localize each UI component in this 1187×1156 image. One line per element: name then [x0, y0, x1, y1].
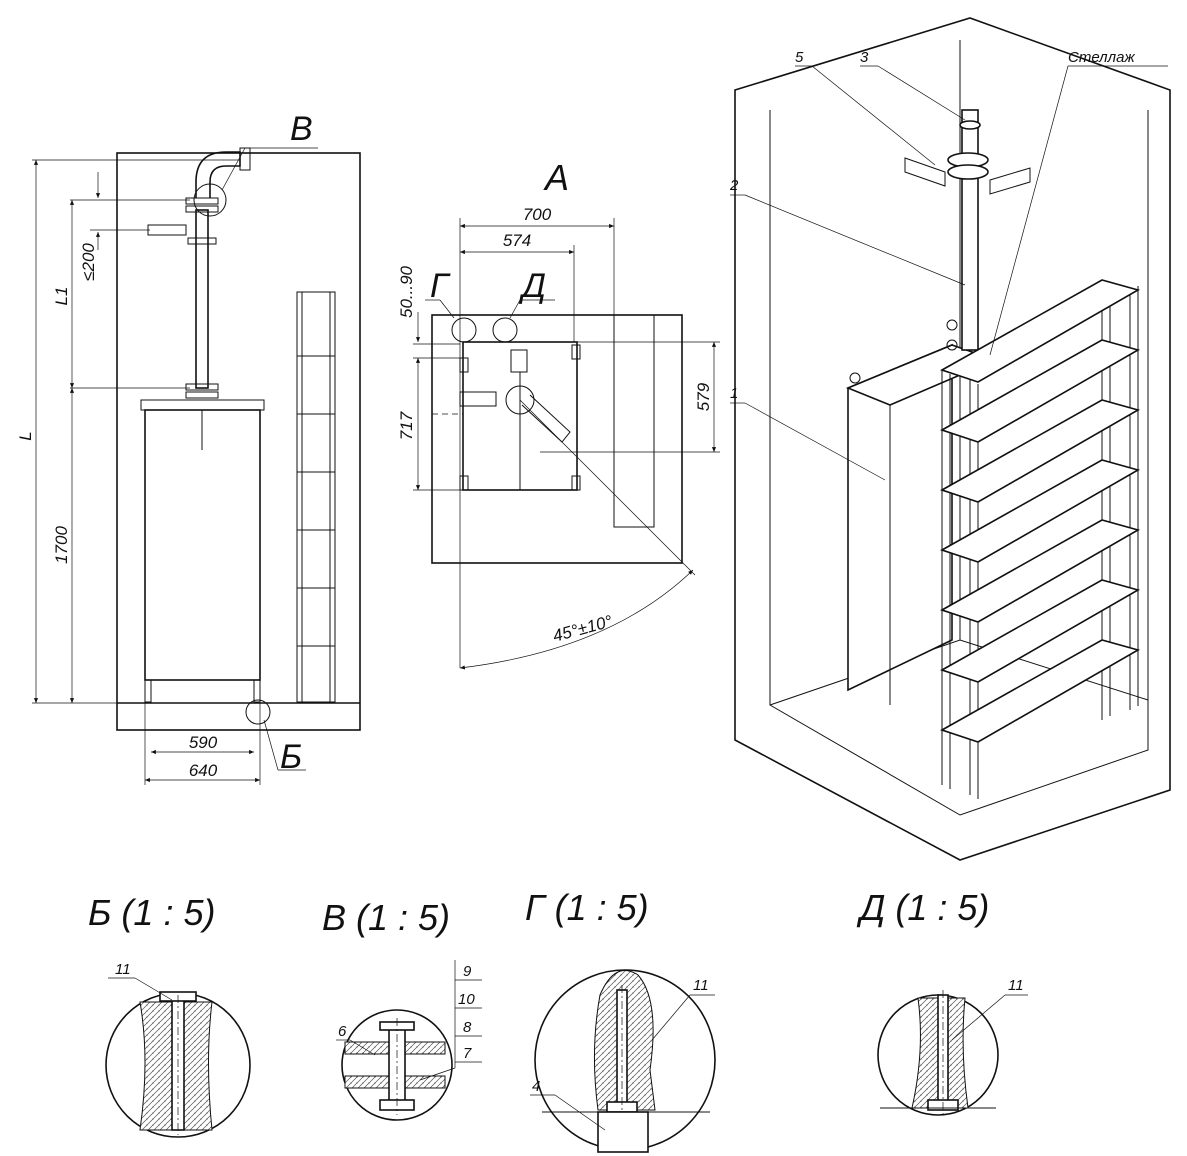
- detail-title-D: Д (1 : 5): [856, 887, 989, 928]
- detail-title-B: В (1 : 5): [322, 897, 450, 938]
- pipe: [195, 209, 209, 389]
- dim-angle: 45°±10°: [551, 612, 615, 646]
- callout-label-B: В: [290, 110, 313, 148]
- detail-G-label-4: 4: [532, 1078, 540, 1095]
- dim-700: 700: [523, 205, 552, 224]
- callout-label-G: Г: [430, 267, 451, 305]
- detail-title-Be: Б (1 : 5): [88, 892, 215, 933]
- room-plan: [431, 314, 683, 564]
- detail-D: Д (1 : 5) 11: [856, 887, 1028, 1116]
- pipe-elbow: [195, 151, 241, 198]
- callout-label-Be: Б: [280, 738, 302, 776]
- callout-circle-D: [492, 317, 518, 343]
- dim-574: 574: [503, 231, 531, 250]
- dim-50-90: 50...90: [397, 265, 416, 318]
- isometric-view: 5 3 Стеллаж 2 1: [729, 17, 1171, 861]
- detail-G-label-11: 11: [693, 977, 709, 994]
- dim-1700: 1700: [52, 526, 71, 564]
- detail-title-G: Г (1 : 5): [525, 887, 649, 928]
- detail-D-label-11: 11: [1008, 977, 1024, 994]
- plan-view-title: А: [543, 157, 569, 198]
- detail-Be: Б (1 : 5) 11: [88, 892, 251, 1138]
- manhole-plan: [505, 385, 535, 415]
- dim-579: 579: [694, 382, 713, 411]
- detail-B-label-10: 10: [458, 991, 475, 1008]
- rack-iso: [940, 279, 1141, 799]
- callout-circle-Be: [245, 699, 271, 725]
- room-iso: [734, 17, 1171, 861]
- detail-B: В (1 : 5) 9 10 8 7 6: [322, 897, 482, 1121]
- detail-Be-label-11: 11: [115, 961, 131, 978]
- detail-B-label-9: 9: [463, 963, 472, 980]
- side-view: L L1 ≤200 1700 590 640 В Б: [16, 110, 361, 785]
- dim-L1: L1: [52, 287, 71, 306]
- callout-circle-G: [451, 317, 477, 343]
- dim-640: 640: [189, 761, 218, 780]
- detail-B-label-8: 8: [463, 1019, 472, 1036]
- callout-label-D: Д: [518, 267, 546, 305]
- callout-circle-B: [193, 183, 227, 217]
- dim-717: 717: [397, 411, 416, 440]
- tank: [144, 409, 261, 681]
- plan-view: А 700 574 50.: [397, 157, 720, 670]
- detail-B-label-6: 6: [338, 1023, 347, 1040]
- dim-max-200: ≤200: [79, 243, 98, 281]
- ladder: [296, 291, 336, 703]
- iso-label-2: 2: [729, 177, 739, 194]
- room-outline: [116, 152, 361, 731]
- iso-label-3: 3: [860, 49, 869, 66]
- pipe-plan: [521, 394, 571, 443]
- dim-590: 590: [189, 733, 218, 752]
- detail-B-label-7: 7: [463, 1045, 472, 1062]
- iso-label-1: 1: [730, 385, 738, 402]
- detail-G: Г (1 : 5) 11 4: [525, 887, 716, 1153]
- iso-label-5: 5: [795, 49, 804, 66]
- dim-L: L: [16, 431, 35, 440]
- iso-label-rack: Стеллаж: [1068, 49, 1135, 66]
